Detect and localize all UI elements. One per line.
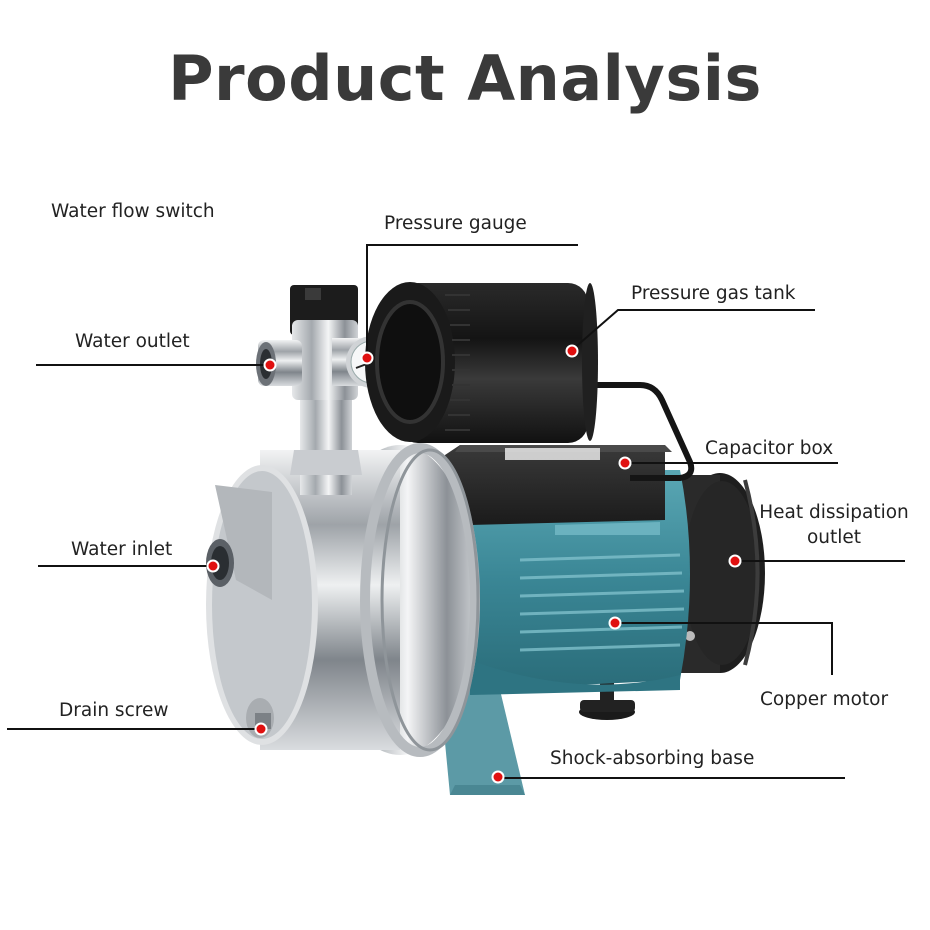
label-drain-screw: Drain screw bbox=[59, 700, 169, 721]
pressure-gas-tank-marker bbox=[565, 344, 579, 358]
capacitor-box-marker bbox=[618, 456, 632, 470]
label-shock-absorbing-base: Shock-absorbing base bbox=[550, 748, 755, 769]
label-capacitor-box: Capacitor box bbox=[705, 438, 834, 459]
copper-motor-marker bbox=[608, 616, 622, 630]
label-pressure-gauge: Pressure gauge bbox=[384, 213, 527, 234]
pressure-gauge-marker bbox=[360, 351, 374, 365]
label-copper-motor: Copper motor bbox=[760, 689, 889, 710]
heat-dissipation-marker bbox=[728, 554, 742, 568]
label-water-outlet: Water outlet bbox=[75, 331, 190, 352]
label-heat-dissipation-line1: Heat dissipation bbox=[759, 502, 909, 523]
water-outlet-marker bbox=[263, 358, 277, 372]
label-water-inlet: Water inlet bbox=[71, 539, 173, 560]
label-heat-dissipation-outlet: Heat dissipation outlet bbox=[750, 502, 918, 548]
shock-base-marker bbox=[491, 770, 505, 784]
drain-screw-marker bbox=[254, 722, 268, 736]
label-pressure-gas-tank: Pressure gas tank bbox=[631, 283, 796, 304]
label-water-flow-switch: Water flow switch bbox=[51, 201, 215, 222]
marker-dots bbox=[206, 344, 742, 784]
leader-lines bbox=[7, 244, 905, 779]
label-heat-dissipation-line2: outlet bbox=[806, 527, 862, 548]
water-inlet-marker bbox=[206, 559, 220, 573]
page-title: Product Analysis bbox=[168, 42, 762, 115]
